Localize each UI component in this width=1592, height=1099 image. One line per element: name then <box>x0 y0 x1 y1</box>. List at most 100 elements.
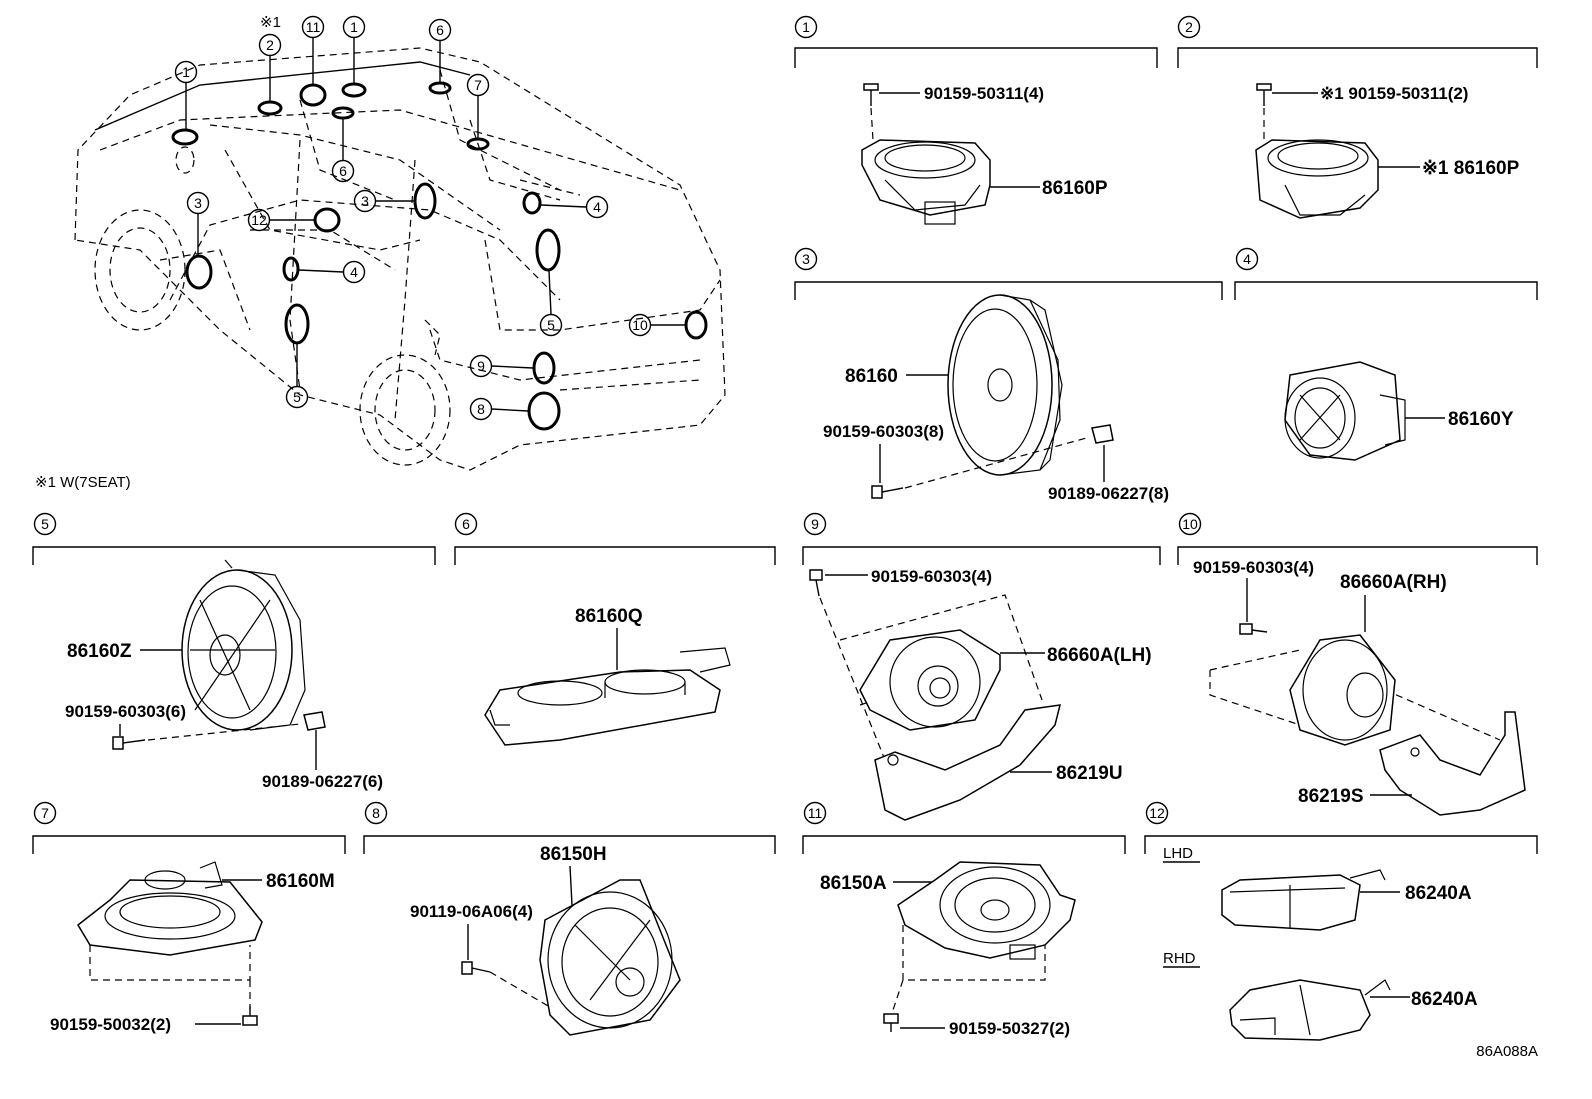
svg-text:10: 10 <box>632 317 648 333</box>
part-label-90159-60303-4-lh: 90159-60303(4) <box>871 567 992 586</box>
callout-10: 10 <box>628 313 652 337</box>
part-label-90159-60303-6: 90159-60303(6) <box>65 702 186 721</box>
part-label-86240A-rhd: 86240A <box>1411 989 1478 1010</box>
svg-text:12: 12 <box>251 212 267 228</box>
part-label-86240A-lhd: 86240A <box>1405 883 1472 904</box>
section-1: 1 90159-50311(4) 86160P <box>794 15 1158 225</box>
svg-text:11: 11 <box>306 19 321 35</box>
speaker-86160-icon <box>947 294 1063 476</box>
svg-text:5: 5 <box>293 389 301 405</box>
section-8-number: 8 <box>372 805 380 821</box>
svg-text:7: 7 <box>474 77 482 93</box>
callout-1-a: 1 <box>174 60 198 84</box>
speaker-86160Y-icon <box>1284 361 1406 461</box>
svg-text:6: 6 <box>339 163 347 179</box>
section-10: 10 90159-60303(4) 86660A(RH) 86219S <box>1177 512 1538 816</box>
module-86160Q-icon <box>484 647 731 746</box>
overview-callouts: 1 ※1 2 11 1 6 7 6 3 12 3 4 4 5 5 10 9 8 <box>174 14 652 421</box>
callout-4-b: 4 <box>342 260 366 284</box>
clip-icon <box>303 711 326 731</box>
svg-text:1: 1 <box>350 19 358 35</box>
footnote-mark: ※1 <box>260 14 281 31</box>
footnote-text: ※1 W(7SEAT) <box>35 474 131 491</box>
section-11: 11 86150A 90159-50327(2) <box>802 801 1126 1038</box>
callout-leaders <box>185 38 685 412</box>
svg-text:4: 4 <box>350 264 358 280</box>
section-4-number: 4 <box>1243 251 1251 267</box>
screw-icon <box>461 961 491 975</box>
section-9-number: 9 <box>811 516 819 532</box>
vehicle-overview: 1 ※1 2 11 1 6 7 6 3 12 3 4 4 5 5 10 9 8 … <box>35 14 726 491</box>
section-7-number: 7 <box>41 805 49 821</box>
screw-icon <box>883 1013 899 1032</box>
part-label-86219U: 86219U <box>1056 763 1123 784</box>
callout-5-b: 5 <box>285 385 309 409</box>
callout-1-b: 1 <box>342 15 366 39</box>
svg-text:2: 2 <box>266 37 274 53</box>
svg-text:3: 3 <box>194 195 202 211</box>
part-label-86160Q: 86160Q <box>575 606 643 627</box>
callout-2: 2 <box>258 33 282 57</box>
speaker-86150H-icon <box>539 879 681 1036</box>
part-label-86660A-rh: 86660A(RH) <box>1340 572 1447 593</box>
speaker-location-rings <box>171 81 708 431</box>
clip-icon <box>1091 424 1114 444</box>
section-4: 4 86160Y <box>1234 247 1538 461</box>
callout-11: 11 <box>301 15 325 39</box>
callout-6-a: 6 <box>428 18 452 42</box>
part-label-90119-06A06-4: 90119-06A06(4) <box>410 902 533 921</box>
callout-12: 12 <box>247 208 271 232</box>
part-label-90159-60303-4-rh: 90159-60303(4) <box>1193 558 1314 577</box>
speaker-86160M-icon <box>77 861 263 956</box>
screw-icon <box>112 736 146 750</box>
amplifier-86240A-lhd-icon <box>1221 869 1386 931</box>
section-3-number: 3 <box>802 251 810 267</box>
variant-label-rhd: RHD <box>1163 950 1196 967</box>
part-label-86660A-lh: 86660A(LH) <box>1047 645 1152 666</box>
part-label-86150H: 86150H <box>540 844 607 865</box>
screw-icon <box>863 83 879 106</box>
screw-icon <box>871 485 904 499</box>
section-5: 5 86160Z 90159-60303(6) 90189-06227(6) <box>32 512 436 791</box>
part-label-90159-50327-2: 90159-50327(2) <box>949 1019 1070 1038</box>
callout-7: 7 <box>466 73 490 97</box>
section-6-number: 6 <box>462 516 470 532</box>
bracket-86219S-icon <box>1379 711 1526 816</box>
variant-label-lhd: LHD <box>1163 845 1193 862</box>
speaker-86660A-rh-icon <box>1289 634 1396 746</box>
svg-text:3: 3 <box>361 193 369 209</box>
section-5-number: 5 <box>41 516 49 532</box>
amplifier-86240A-rhd-icon <box>1229 979 1391 1041</box>
part-label-90159-60303-8: 90159-60303(8) <box>823 422 944 441</box>
part-label-90189-06227-8: 90189-06227(8) <box>1048 484 1169 503</box>
speaker-86160P-icon <box>1255 139 1379 219</box>
callout-8: 8 <box>469 397 493 421</box>
section-9: 9 90159-60303(4) 86660A(LH) 86219U <box>802 512 1161 821</box>
speaker-86660A-lh-icon <box>859 629 1001 731</box>
part-label-86219S: 86219S <box>1298 786 1364 807</box>
callout-5-a: 5 <box>539 313 563 337</box>
section-2-number: 2 <box>1185 19 1193 35</box>
callout-6-b: 6 <box>331 159 355 183</box>
svg-text:6: 6 <box>436 22 444 38</box>
callout-4-a: 4 <box>585 195 609 219</box>
section-2: 2 ※1 90159-50311(2) ※1 86160P <box>1177 15 1538 219</box>
part-label-90159-50032-2: 90159-50032(2) <box>50 1015 171 1034</box>
part-label-86150A: 86150A <box>820 873 887 894</box>
callout-9: 9 <box>469 354 493 378</box>
section-12: 12 LHD 86240A RHD 86240A <box>1144 801 1538 1041</box>
part-label-90159-50311-7seat: ※1 90159-50311(2) <box>1320 84 1468 103</box>
svg-text:1: 1 <box>182 64 190 80</box>
figure-code: 86A088A <box>1476 1043 1538 1060</box>
section-8: 8 86150H 90119-06A06(4) <box>363 801 776 1036</box>
speaker-86160Z-icon <box>181 559 306 731</box>
svg-text:9: 9 <box>477 358 485 374</box>
bracket-86219U-icon <box>874 704 1061 821</box>
section-10-number: 10 <box>1182 516 1198 532</box>
screw-icon <box>1256 83 1272 106</box>
part-label-86160M: 86160M <box>266 871 335 892</box>
speaker-86150A-icon <box>897 861 1076 960</box>
svg-text:4: 4 <box>593 199 601 215</box>
part-label-86160Z: 86160Z <box>67 641 132 662</box>
